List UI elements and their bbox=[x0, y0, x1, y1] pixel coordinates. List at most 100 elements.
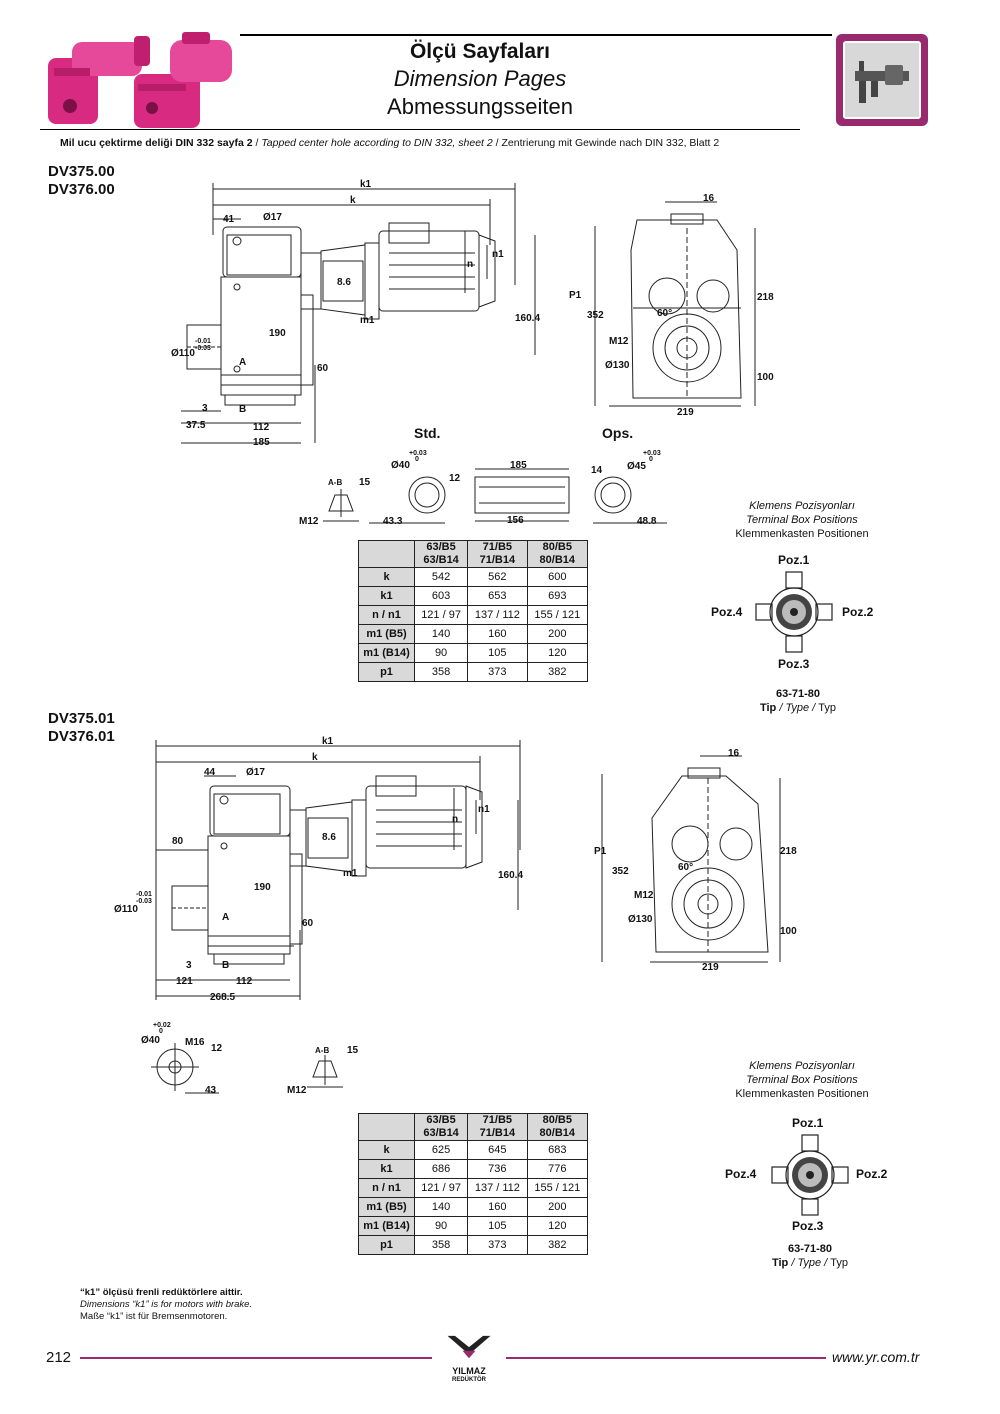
dim-n: n bbox=[452, 814, 458, 825]
dim-o130: Ø130 bbox=[605, 360, 630, 371]
dim-156: 156 bbox=[507, 515, 524, 526]
dim-o40: Ø40 bbox=[141, 1035, 160, 1046]
dim-43: 43 bbox=[205, 1085, 217, 1096]
dim-p1: P1 bbox=[594, 846, 607, 857]
dim-185b: 185 bbox=[510, 460, 527, 471]
dim-a: A bbox=[239, 357, 246, 368]
note-tr: Mil ucu çektirme deliği DIN 332 sayfa 2 bbox=[60, 137, 253, 149]
poz-1-label: Poz.1 bbox=[778, 553, 810, 567]
dim-a: A bbox=[222, 912, 229, 923]
dim-60-deg: 60° bbox=[678, 862, 693, 873]
product-photo bbox=[42, 28, 237, 130]
note-de: Zentrierung mit Gewinde nach DIN 332, Bl… bbox=[501, 137, 720, 149]
side-view-drawing-1: k1 k 41 Ø17 n n1 8.6 m1 160.4 190 Ø110 -… bbox=[165, 175, 560, 450]
dim-o17: Ø17 bbox=[263, 212, 282, 223]
poz-1-label: Poz.1 bbox=[792, 1116, 824, 1130]
dim-100: 100 bbox=[757, 372, 774, 383]
model-code: DV376.00 bbox=[48, 181, 115, 198]
footnote-en: Dimensions “k1” is for motors with brake… bbox=[80, 1299, 253, 1310]
note-en: Tapped center hole according to DIN 332,… bbox=[261, 137, 493, 149]
dim-352: 352 bbox=[612, 866, 629, 877]
poz-3-label: Poz.3 bbox=[792, 1219, 824, 1233]
dim-219: 219 bbox=[702, 962, 719, 973]
website-url: www.yr.com.tr bbox=[832, 1349, 920, 1365]
dim-3: 3 bbox=[186, 960, 192, 971]
dim-160-4: 160.4 bbox=[498, 870, 523, 881]
dim-60: 60 bbox=[317, 363, 329, 374]
dim-m1: m1 bbox=[343, 868, 358, 879]
dim-44: 44 bbox=[204, 767, 216, 778]
shaft-details-drawing-2: +0.02 0 Ø40 M16 12 43 A-B 15 M12 bbox=[115, 1015, 375, 1097]
caption-de: Klemmenkasten Positionen bbox=[735, 1088, 869, 1100]
dim-80: 80 bbox=[172, 836, 184, 847]
dim-41: 41 bbox=[223, 214, 235, 225]
logo-name: YILMAZ bbox=[452, 1366, 486, 1376]
dim-12: 12 bbox=[211, 1043, 223, 1054]
dim-190: 190 bbox=[254, 882, 271, 893]
dim-m12: M12 bbox=[634, 890, 654, 901]
note-separator: / bbox=[492, 137, 502, 149]
footer-rule-right bbox=[506, 1357, 826, 1359]
dim-43-3: 43.3 bbox=[383, 516, 403, 527]
dim-218: 218 bbox=[780, 846, 797, 857]
center-hole-note: Mil ucu çektirme deliği DIN 332 sayfa 2 … bbox=[60, 137, 719, 149]
dim-37-5: 37.5 bbox=[186, 420, 206, 431]
dim-tol-003: +0.03 bbox=[409, 450, 427, 457]
dim-k: k bbox=[312, 752, 318, 763]
dim-219: 219 bbox=[677, 407, 694, 418]
std-label: Std. bbox=[414, 425, 441, 441]
dim-112: 112 bbox=[253, 422, 270, 433]
model-label-1: DV375.00 DV376.00 bbox=[48, 163, 115, 199]
poz-3-label: Poz.3 bbox=[778, 657, 810, 671]
dim-12: 12 bbox=[449, 473, 461, 484]
dim-8-6: 8.6 bbox=[322, 832, 336, 843]
dim-o40: Ø40 bbox=[391, 460, 410, 471]
dim-o110: Ø110 bbox=[114, 904, 138, 915]
header-rule bbox=[240, 34, 832, 36]
terminal-box-diagram-2 bbox=[768, 1131, 852, 1219]
dim-tol-bot: -0.03 bbox=[195, 345, 211, 352]
caption-de: Klemmenkasten Positionen bbox=[735, 528, 869, 540]
dim-100: 100 bbox=[780, 926, 797, 937]
dim-218: 218 bbox=[757, 292, 774, 303]
dim-60-deg: 60° bbox=[657, 308, 672, 319]
dim-tol-0: 0 bbox=[159, 1028, 163, 1035]
ops-label: Ops. bbox=[602, 425, 634, 441]
caption-tr: Klemens Pozisyonları bbox=[749, 500, 855, 512]
dim-14: 14 bbox=[591, 465, 603, 476]
dim-n: n bbox=[467, 259, 473, 270]
dim-112: 112 bbox=[236, 976, 253, 987]
model-label-2: DV375.01 DV376.01 bbox=[48, 710, 115, 746]
dim-16: 16 bbox=[728, 748, 740, 759]
dim-o17: Ø17 bbox=[246, 767, 265, 778]
dim-160-4: 160.4 bbox=[515, 313, 540, 324]
dim-o110: Ø110 bbox=[171, 348, 195, 359]
dim-a-b: A-B bbox=[328, 478, 342, 487]
poz-2-label: Poz.2 bbox=[856, 1167, 888, 1181]
terminal-box-caption-1: Klemens Pozisyonları Terminal Box Positi… bbox=[702, 499, 902, 541]
type-label-1: 63-71-80 Tip / Type / Typ bbox=[738, 687, 858, 715]
dim-60: 60 bbox=[302, 918, 314, 929]
dim-tol-top: -0.01 bbox=[195, 338, 211, 345]
footer-rule-left bbox=[80, 1357, 432, 1359]
poz-2-label: Poz.2 bbox=[842, 605, 874, 619]
type-label-2: 63-71-80 Tip / Type / Typ bbox=[750, 1242, 870, 1270]
dim-8-6: 8.6 bbox=[337, 277, 351, 288]
dim-352: 352 bbox=[587, 310, 604, 321]
header-underline bbox=[40, 129, 800, 130]
dim-m12: M12 bbox=[609, 336, 629, 347]
dim-k: k bbox=[350, 195, 356, 206]
dim-o45: Ø45 bbox=[627, 461, 646, 472]
dim-m16: M16 bbox=[185, 1037, 205, 1048]
